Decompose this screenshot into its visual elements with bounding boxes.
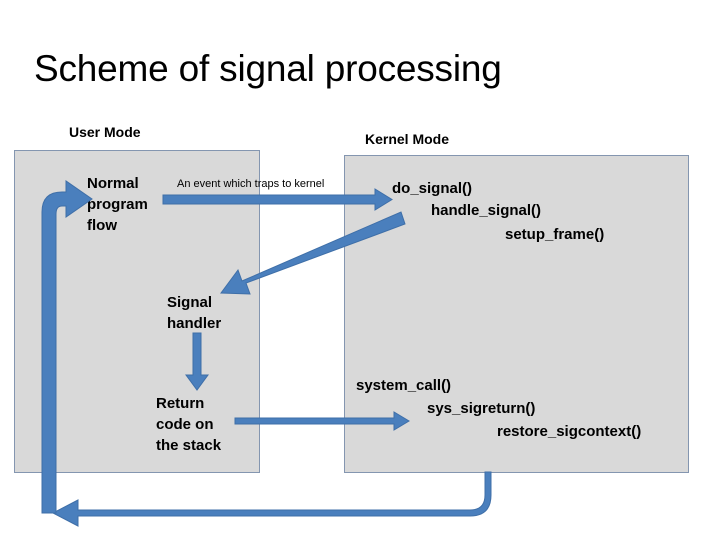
sigreturn-arrow	[234, 411, 410, 431]
resume-loop-arrow-upper	[41, 180, 93, 514]
handler-to-return-arrow	[185, 332, 209, 391]
node-normal-program-flow: Normal program flow	[87, 175, 148, 234]
node-setup-frame: setup_frame()	[505, 226, 605, 243]
trap-to-kernel-label: An event which traps to kernel	[177, 178, 325, 190]
node-system-call: system_call()	[356, 377, 452, 394]
node-signal-handler: Signal handler	[167, 294, 222, 332]
kernel-mode-label: Kernel Mode	[365, 131, 450, 147]
signal-delivery-arrow	[220, 211, 406, 295]
page-title: Scheme of signal processing	[34, 48, 502, 89]
resume-loop-arrow-lower	[51, 471, 492, 527]
node-do-signal: do_signal()	[392, 180, 473, 197]
node-return-code-on-stack: Return code on the stack	[156, 395, 222, 454]
node-handle-signal: handle_signal()	[431, 202, 542, 219]
trap-to-kernel-arrow	[162, 188, 393, 211]
user-mode-label: User Mode	[69, 124, 141, 140]
node-restore-sigcontext: restore_sigcontext()	[497, 423, 642, 440]
node-sys-sigreturn: sys_sigreturn()	[427, 400, 536, 417]
